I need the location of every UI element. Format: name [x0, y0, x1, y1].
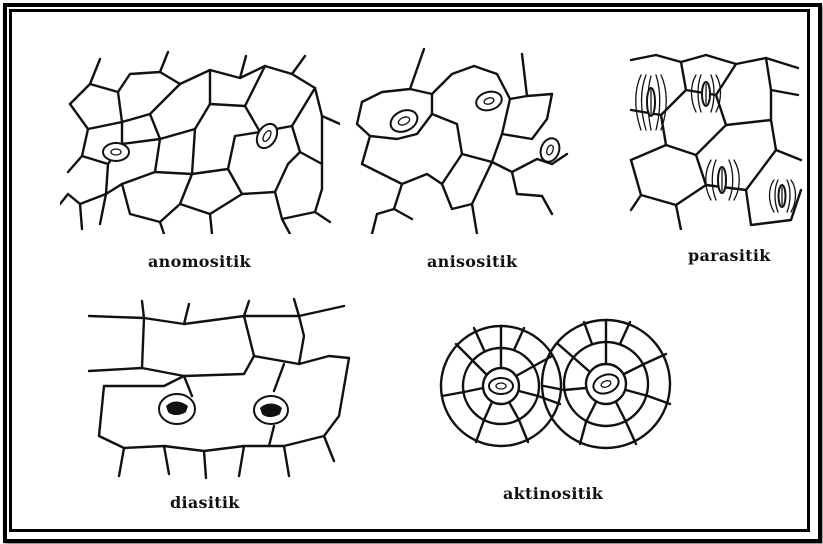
panel-anomositik	[60, 44, 340, 234]
panel-anisositik	[352, 44, 602, 234]
diasitik-diagram	[84, 296, 364, 486]
panel-diasitik	[84, 296, 364, 486]
label-anomositik: anomositik	[148, 252, 251, 271]
anisositik-diagram	[352, 44, 602, 234]
label-parasitik: parasitik	[688, 246, 771, 265]
panel-parasitik	[626, 50, 806, 230]
panel-aktinositik	[434, 316, 689, 476]
label-aktinositik: aktinositik	[503, 484, 603, 503]
aktinositik-diagram	[434, 316, 689, 476]
parasitik-diagram	[626, 50, 806, 230]
anomositik-diagram	[60, 44, 340, 234]
label-diasitik: diasitik	[170, 493, 240, 512]
label-anisositik: anisositik	[427, 252, 517, 271]
